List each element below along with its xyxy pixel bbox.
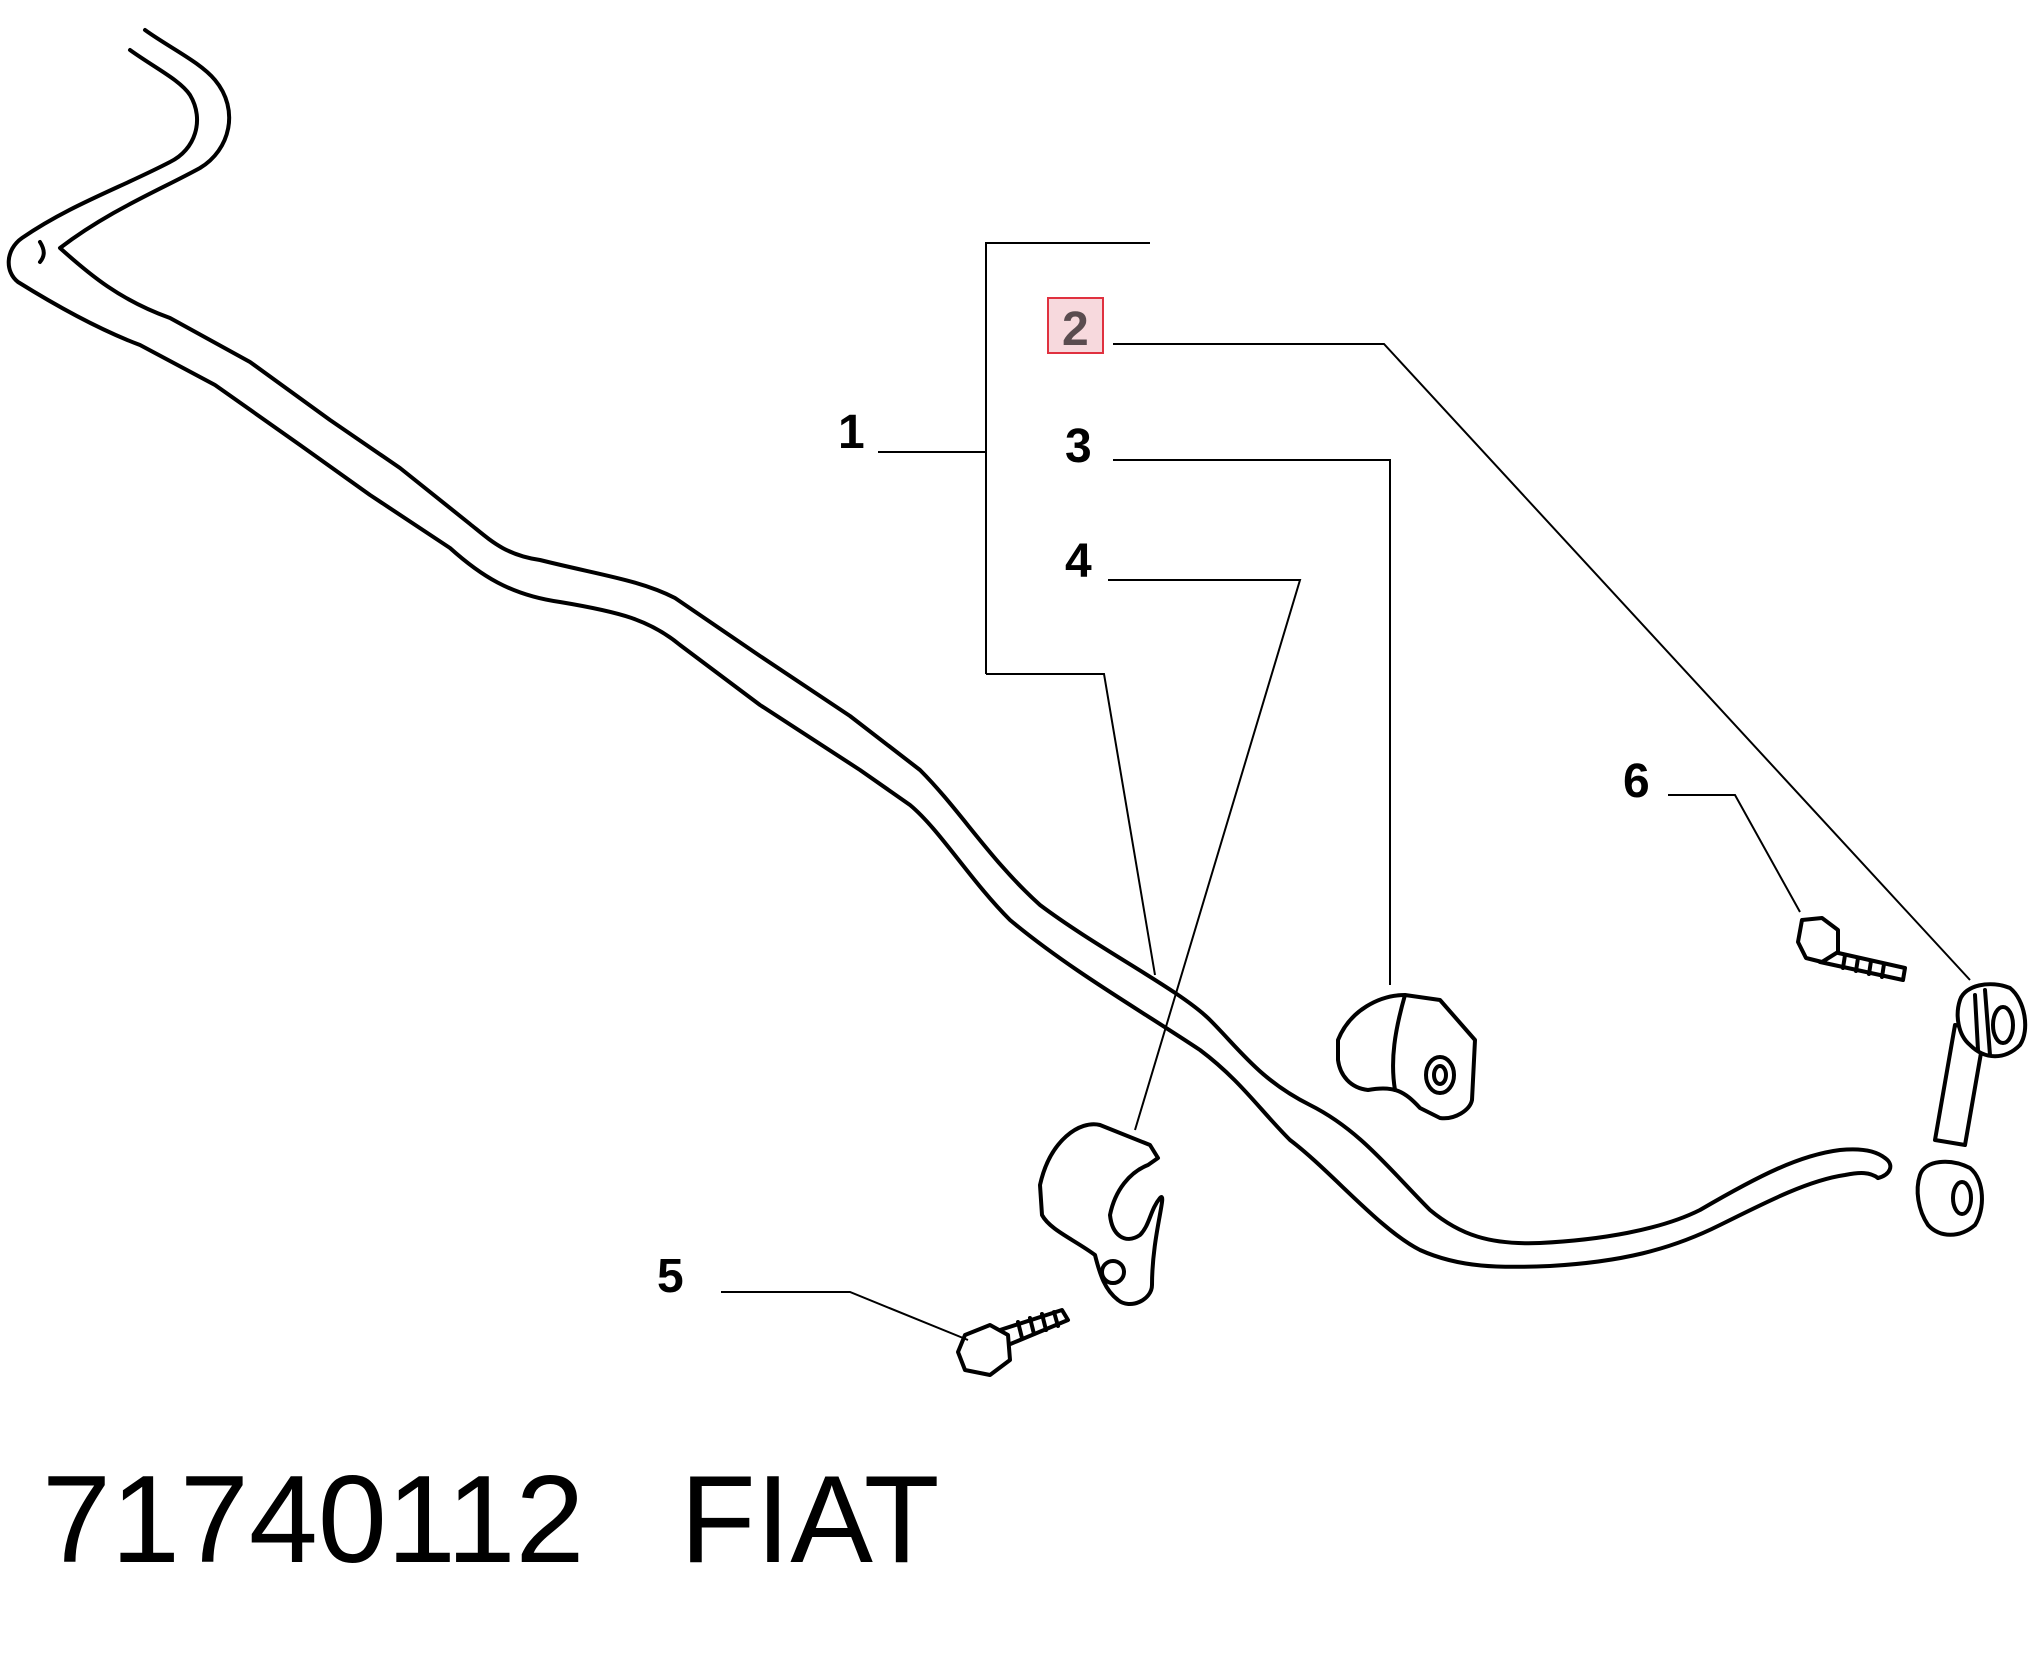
callout-4: 4 — [1065, 535, 1092, 588]
stabilizer-link — [1915, 982, 2028, 1237]
callout-labels: 1 2 3 4 5 6 — [657, 297, 1650, 1303]
callout-6: 6 — [1623, 755, 1650, 808]
leader-lines — [721, 242, 1971, 1341]
callout-5: 5 — [657, 1250, 684, 1303]
callout-2-highlight — [1047, 297, 1104, 354]
bolt-5 — [956, 1308, 1070, 1377]
brand-name: FIAT — [680, 1451, 939, 1589]
stabilizer-bar — [6, 28, 1893, 1269]
bushing — [1336, 993, 1477, 1121]
callout-2[interactable]: 2 — [1062, 303, 1089, 356]
callout-3: 3 — [1065, 420, 1092, 473]
footer-caption: 71740112 FIAT — [42, 1451, 939, 1589]
bolt-6 — [1796, 916, 1907, 982]
callout-1: 1 — [838, 406, 865, 459]
part-number: 71740112 — [42, 1451, 585, 1589]
clamp-bracket — [1038, 1122, 1165, 1306]
